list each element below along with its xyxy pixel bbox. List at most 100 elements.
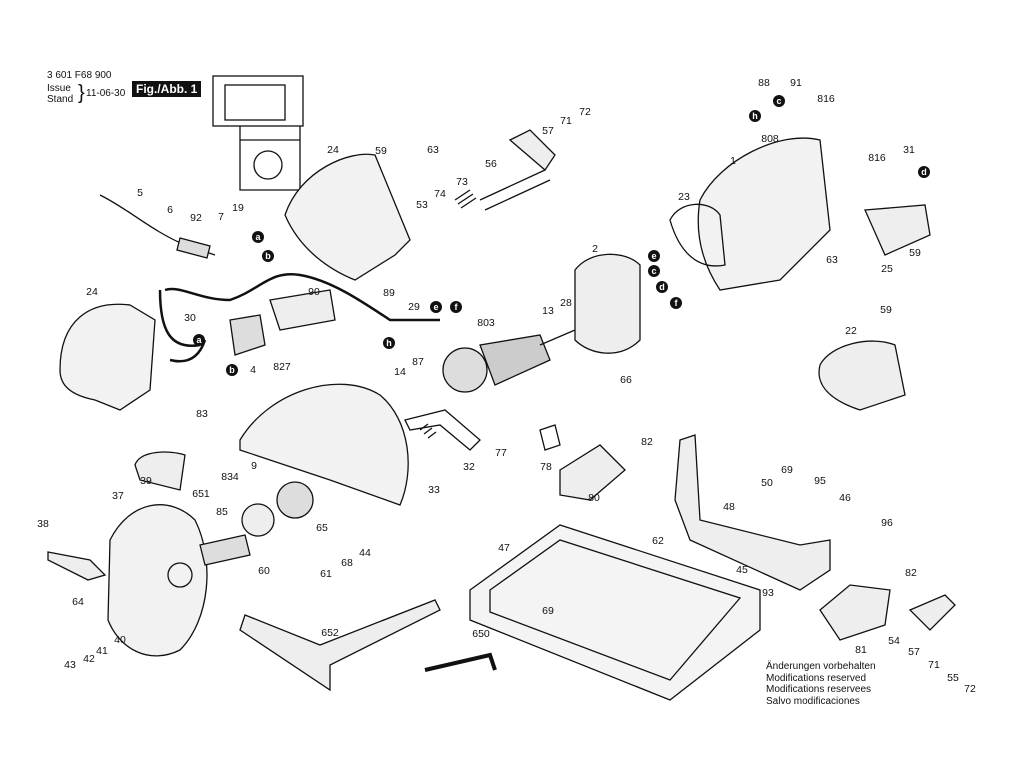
part-label: 63 bbox=[826, 254, 838, 266]
part-label: 14 bbox=[394, 366, 406, 378]
base-plate-inner bbox=[489, 539, 742, 681]
part-label: 59 bbox=[880, 304, 892, 316]
part-label: 40 bbox=[114, 634, 126, 646]
motor-housing-1 bbox=[697, 137, 831, 291]
switch-box-90 bbox=[269, 289, 336, 331]
part-label: 55 bbox=[947, 672, 959, 684]
bracket-81 bbox=[819, 584, 891, 641]
part-label: 31 bbox=[903, 144, 915, 156]
handle-24 bbox=[59, 303, 156, 411]
wire-connector-marker: f bbox=[450, 301, 462, 313]
part-label: 91 bbox=[790, 77, 802, 89]
bracket-80 bbox=[559, 444, 626, 501]
part-label: 82 bbox=[641, 436, 653, 448]
note: Modifications reservees bbox=[766, 684, 872, 695]
part-label: 93 bbox=[762, 587, 774, 599]
part-label: 71 bbox=[928, 659, 940, 671]
wire-connector-marker: a bbox=[252, 231, 264, 243]
part-label: 74 bbox=[434, 188, 446, 200]
part-label: 64 bbox=[72, 596, 84, 608]
wiring-schematic bbox=[212, 75, 304, 191]
spring-73 bbox=[454, 189, 477, 209]
cover-22 bbox=[818, 340, 906, 411]
lever-38 bbox=[47, 551, 107, 581]
part-label: 4 bbox=[250, 364, 256, 376]
part-label: 47 bbox=[498, 542, 510, 554]
shaft-56 bbox=[479, 169, 551, 211]
upper-guard-24 bbox=[284, 153, 411, 281]
wire-connector-marker: b bbox=[226, 364, 238, 376]
part-label: 42 bbox=[83, 653, 95, 665]
part-label: 808 bbox=[761, 133, 779, 145]
part-label: 1 bbox=[730, 155, 736, 167]
part-label: 651 bbox=[192, 488, 210, 500]
wire-connector-marker: f bbox=[670, 297, 682, 309]
armature-803 bbox=[442, 329, 576, 393]
part-label: 73 bbox=[456, 176, 468, 188]
brace: } bbox=[78, 82, 85, 104]
part-label: 89 bbox=[383, 287, 395, 299]
cord-sleeve bbox=[176, 237, 211, 259]
figure-label: Fig./Abb. 1 bbox=[132, 81, 202, 97]
part-label: 50 bbox=[761, 477, 773, 489]
part-label: 66 bbox=[620, 374, 632, 386]
part-label: 82 bbox=[905, 567, 917, 579]
part-label: 56 bbox=[485, 158, 497, 170]
wire-connector-marker: c bbox=[773, 95, 785, 107]
blade-guard-827 bbox=[239, 383, 409, 506]
pointer-78 bbox=[539, 424, 561, 451]
part-label: 69 bbox=[542, 605, 554, 617]
part-label: 69 bbox=[781, 464, 793, 476]
part-label: 25 bbox=[881, 263, 893, 275]
part-label: 803 bbox=[477, 317, 495, 329]
lever-57 bbox=[508, 129, 556, 171]
hex-key-650 bbox=[424, 652, 497, 672]
switch-4 bbox=[229, 314, 266, 356]
part-label: 72 bbox=[964, 683, 976, 695]
wire-connector-marker: d bbox=[656, 281, 668, 293]
plate-32 bbox=[404, 409, 481, 451]
parallel-guide-652 bbox=[239, 599, 441, 692]
stand-label: Stand bbox=[47, 94, 74, 105]
part-label: 46 bbox=[839, 492, 851, 504]
wire-connector-marker: b bbox=[262, 250, 274, 262]
lever-57-right bbox=[908, 594, 956, 631]
spindle-85 bbox=[199, 534, 251, 566]
part-label: 65 bbox=[316, 522, 328, 534]
part-label: 48 bbox=[723, 501, 735, 513]
part-label: 30 bbox=[184, 312, 196, 324]
part-label: 39 bbox=[140, 475, 152, 487]
note: Modifications reserved bbox=[766, 672, 867, 684]
wire-connector-marker: c bbox=[648, 265, 660, 277]
part-label: 2 bbox=[592, 243, 598, 255]
part-label: 9 bbox=[251, 460, 257, 472]
flange-834 bbox=[241, 503, 275, 537]
guard-hub bbox=[167, 562, 193, 588]
part-label: 63 bbox=[427, 144, 439, 156]
part-label: 652 bbox=[321, 627, 339, 639]
lower-guard-37 bbox=[107, 504, 208, 657]
part-label: 68 bbox=[341, 557, 353, 569]
gear-9 bbox=[276, 481, 314, 519]
part-label: 59 bbox=[909, 247, 921, 259]
part-label: 72 bbox=[579, 106, 591, 118]
spring-33 bbox=[419, 423, 437, 439]
part-label: 59 bbox=[375, 145, 387, 157]
part-label: 57 bbox=[542, 125, 554, 137]
part-label: 6 bbox=[167, 204, 173, 216]
part-label: 60 bbox=[258, 565, 270, 577]
wire-connector-marker: h bbox=[749, 110, 761, 122]
part-label: 33 bbox=[428, 484, 440, 496]
wire-connector-marker: h bbox=[383, 337, 395, 349]
wire-connector-marker: e bbox=[648, 250, 660, 262]
issue-date: 11-06-30 bbox=[86, 88, 126, 99]
part-label: 816 bbox=[868, 152, 886, 164]
part-label: 96 bbox=[881, 517, 893, 529]
part-label: 53 bbox=[416, 199, 428, 211]
part-label: 827 bbox=[273, 361, 291, 373]
part-label: 57 bbox=[908, 646, 920, 658]
wire-connector-marker: e bbox=[430, 301, 442, 313]
cap-25 bbox=[864, 204, 931, 256]
part-label: 38 bbox=[37, 518, 49, 530]
